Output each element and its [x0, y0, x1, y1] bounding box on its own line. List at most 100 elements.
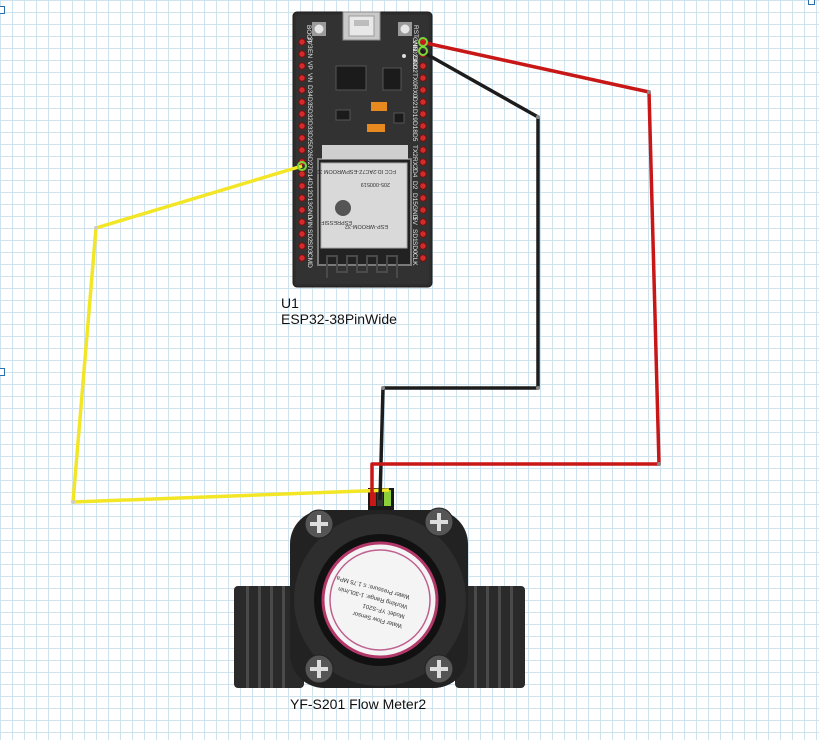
left-pin-d25[interactable]	[298, 134, 306, 142]
fcc-id-text: FCC ID:2AC7Z-ESPWROOM 32	[316, 168, 396, 174]
left-pin-label-d27: D27	[306, 157, 313, 169]
left-pin-cmd[interactable]	[298, 254, 306, 262]
right-pin-label-gnd: GND	[411, 205, 418, 220]
rst-label: RST	[412, 25, 419, 38]
boot-label: BOOT	[305, 25, 312, 43]
left-pin-d35[interactable]	[298, 98, 306, 106]
right-pin-d15[interactable]	[419, 194, 427, 202]
vin-corner-label: VIN	[411, 40, 418, 51]
right-pin-d21[interactable]	[419, 98, 427, 106]
left-pin-vin[interactable]	[298, 218, 306, 226]
right-pin-label-d22: D22	[411, 61, 418, 73]
left-pin-label-d32: D32	[306, 109, 313, 121]
power-wire[interactable]	[370, 40, 661, 500]
cert-text: 205-000519	[361, 181, 390, 187]
right-pin-label-clk: CLK	[411, 253, 418, 266]
left-pin-label-3v3: 3V3	[306, 37, 313, 49]
right-pin-label-tx2: TX2	[411, 145, 418, 157]
right-pin-label-d19: D19	[411, 109, 418, 121]
esp32-part-label: ESP32-38PinWide	[281, 311, 397, 327]
right-pin-label-d23: D23	[411, 49, 418, 61]
pin-highlight-signal	[297, 161, 307, 171]
right-pin-label-d18: D18	[411, 121, 418, 133]
right-pin-d19[interactable]	[419, 110, 427, 118]
right-pin-d22[interactable]	[419, 62, 427, 70]
screw-top-right	[424, 507, 454, 537]
right-pin-d18[interactable]	[419, 122, 427, 130]
screw-bottom-left	[304, 654, 334, 684]
left-pin-label-sd2: SD2	[306, 229, 313, 242]
right-pin-label-gnd: GND	[411, 37, 418, 52]
left-pin-d33[interactable]	[298, 122, 306, 130]
right-pin-rx0[interactable]	[419, 86, 427, 94]
brand-text: ESPRESSIF	[320, 219, 352, 225]
right-pin-5v[interactable]	[419, 218, 427, 226]
right-pin-rx2[interactable]	[419, 158, 427, 166]
right-pin-tx2[interactable]	[419, 146, 427, 154]
right-pin-d2[interactable]	[419, 182, 427, 190]
right-pin-label-d5: D5	[411, 133, 418, 142]
left-pin-d34[interactable]	[298, 86, 306, 94]
left-pin-label-sd3: SD3	[306, 241, 313, 254]
screw-bottom-right	[424, 654, 454, 684]
left-pin-d13[interactable]	[298, 194, 306, 202]
left-pin-d14[interactable]	[298, 170, 306, 178]
gnd-corner-label: GND	[411, 55, 418, 70]
left-pin-label-d12: D12	[306, 181, 313, 193]
right-pin-gnd[interactable]	[419, 206, 427, 214]
esp32-board[interactable]: BOOT RST FCC ID:2AC7Z-ESPWROOM 32 205-00…	[292, 11, 433, 288]
right-pin-label-rx2: RX2	[411, 157, 418, 170]
screw-top-left	[304, 509, 334, 539]
selection-handle-right[interactable]	[808, 0, 815, 5]
right-pin-tx0[interactable]	[419, 74, 427, 82]
right-pin-label-sd0: SD0	[411, 241, 418, 254]
selection-handle-left-mid[interactable]	[0, 368, 5, 376]
module-name-text: ESP-WROOM-32	[345, 223, 388, 229]
left-pin-label-d25: D25	[306, 133, 313, 145]
right-pin-sd1[interactable]	[419, 230, 427, 238]
usb-uart-chip	[335, 65, 367, 91]
left-pin-label-gnd: GND	[306, 205, 313, 220]
right-pin-label-sd1: SD1	[411, 229, 418, 242]
left-pin-en[interactable]	[298, 50, 306, 58]
right-pin-label-d21: D21	[411, 97, 418, 109]
left-pin-vp[interactable]	[298, 62, 306, 70]
boot-button[interactable]	[312, 22, 326, 36]
left-pin-vn[interactable]	[298, 74, 306, 82]
flow-meter-sensor[interactable]: Water Flow Sensor Model: YF-S201 Working…	[234, 488, 525, 688]
esp32-ref-label: U1	[281, 295, 299, 311]
left-pin-label-d34: D34	[306, 85, 313, 97]
sensor-dial	[321, 541, 439, 659]
right-thread	[455, 586, 525, 688]
ground-wire[interactable]	[378, 49, 540, 501]
right-pin-sd0[interactable]	[419, 242, 427, 250]
right-pin-d5[interactable]	[419, 134, 427, 142]
right-pin-label-d4: D4	[411, 169, 418, 178]
left-pin-label-cmd: CMD	[306, 253, 313, 268]
signal-wire[interactable]	[71, 164, 390, 504]
left-pin-gnd[interactable]	[298, 206, 306, 214]
left-pin-3v3[interactable]	[298, 38, 306, 46]
right-pin-label-rx0: RX0	[411, 85, 418, 98]
left-pin-label-vn: VN	[306, 73, 313, 82]
right-pin-d4[interactable]	[419, 170, 427, 178]
left-pin-label-vp: VP	[306, 61, 313, 70]
left-pin-label-d35: D35	[306, 97, 313, 109]
left-pin-d12[interactable]	[298, 182, 306, 190]
pin-highlight-ground	[418, 46, 428, 56]
left-pin-label-d33: D33	[306, 121, 313, 133]
right-pin-label-d15: D15	[411, 193, 418, 205]
left-pin-d26[interactable]	[298, 146, 306, 154]
left-pin-sd3[interactable]	[298, 242, 306, 250]
left-pin-d32[interactable]	[298, 110, 306, 118]
right-pin-label-5v: 5V	[411, 217, 418, 226]
esp-wroom-module: FCC ID:2AC7Z-ESPWROOM 32 205-000519 ESP-…	[316, 145, 412, 278]
right-pin-clk[interactable]	[419, 254, 427, 262]
left-pin-sd2[interactable]	[298, 230, 306, 238]
rst-button[interactable]	[398, 22, 412, 36]
right-pin-label-tx0: TX0	[411, 73, 418, 85]
left-pin-label-vin: VIN	[306, 217, 313, 228]
selection-handle-left[interactable]	[0, 6, 5, 14]
antenna-trace	[326, 255, 398, 278]
